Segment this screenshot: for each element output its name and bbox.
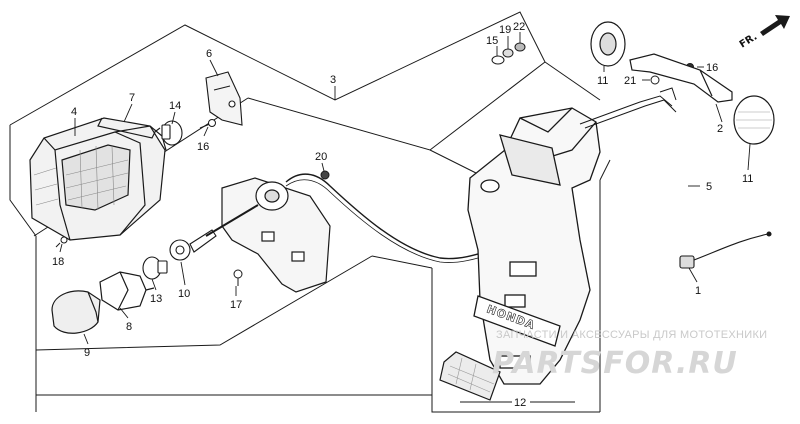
washer-15	[491, 55, 505, 65]
callout-20: 20	[315, 151, 327, 163]
callout-11-upper: 11	[597, 75, 608, 87]
connector-1	[679, 231, 772, 269]
reflector-11-lower	[733, 95, 775, 145]
watermark-caption: ЗАПЧАСТИ И АКСЕССУАРЫ ДЛЯ МОТОТЕХНИКИ	[496, 329, 767, 341]
bulb-13	[142, 256, 168, 280]
callout-17: 17	[230, 299, 242, 311]
callout-12: 12	[514, 397, 526, 409]
watermark-logo: PARTSFOR.RU	[492, 346, 738, 381]
wire-leads	[579, 87, 677, 129]
screw-17	[233, 269, 243, 286]
front-direction-label: FR.	[738, 31, 760, 50]
callout-18: 18	[52, 256, 64, 268]
callout-13: 13	[150, 293, 162, 305]
callout-labels: 1 2 3 4 5 6 7 8 9 10 11 11 12 13 14 15 1…	[52, 21, 753, 409]
reflector-11-upper	[590, 21, 626, 67]
nut-22	[514, 42, 526, 52]
reflector-stay-2	[629, 53, 733, 103]
callout-11-lower: 11	[742, 173, 753, 185]
callout-15: 15	[486, 35, 498, 47]
callout-5: 5	[706, 181, 712, 193]
arrow-right-icon	[760, 15, 790, 36]
screw-18	[55, 236, 68, 248]
license-bracket-3	[205, 177, 331, 293]
winker-lens-9	[51, 290, 101, 334]
callout-19: 19	[499, 24, 511, 36]
nut-19	[502, 48, 514, 58]
callout-22: 22	[513, 21, 525, 33]
leader-lines	[59, 32, 751, 403]
reflector-12	[439, 351, 501, 401]
callout-16-left: 16	[197, 141, 209, 153]
callout-16-right: 16	[706, 62, 718, 74]
rear-fender-5	[467, 107, 601, 385]
callout-7: 7	[129, 92, 135, 104]
callout-21: 21	[624, 75, 636, 87]
taillight-lens-assembly	[29, 117, 167, 241]
front-direction-arrow: FR.	[738, 15, 790, 51]
socket-10	[169, 229, 217, 261]
callout-6: 6	[206, 48, 212, 60]
callout-3: 3	[330, 74, 336, 86]
bulb-14	[155, 120, 183, 146]
winker-housing-8	[99, 271, 155, 311]
screw-16-left	[199, 119, 216, 129]
callout-8: 8	[126, 321, 132, 333]
callout-2: 2	[717, 123, 723, 135]
callout-4: 4	[71, 106, 77, 118]
callout-10: 10	[178, 288, 190, 300]
callout-1: 1	[695, 285, 701, 297]
callout-9: 9	[84, 347, 90, 359]
clip-21	[650, 75, 660, 85]
clip-20	[320, 170, 330, 180]
callout-14: 14	[169, 100, 181, 112]
bracket-6	[205, 71, 243, 126]
